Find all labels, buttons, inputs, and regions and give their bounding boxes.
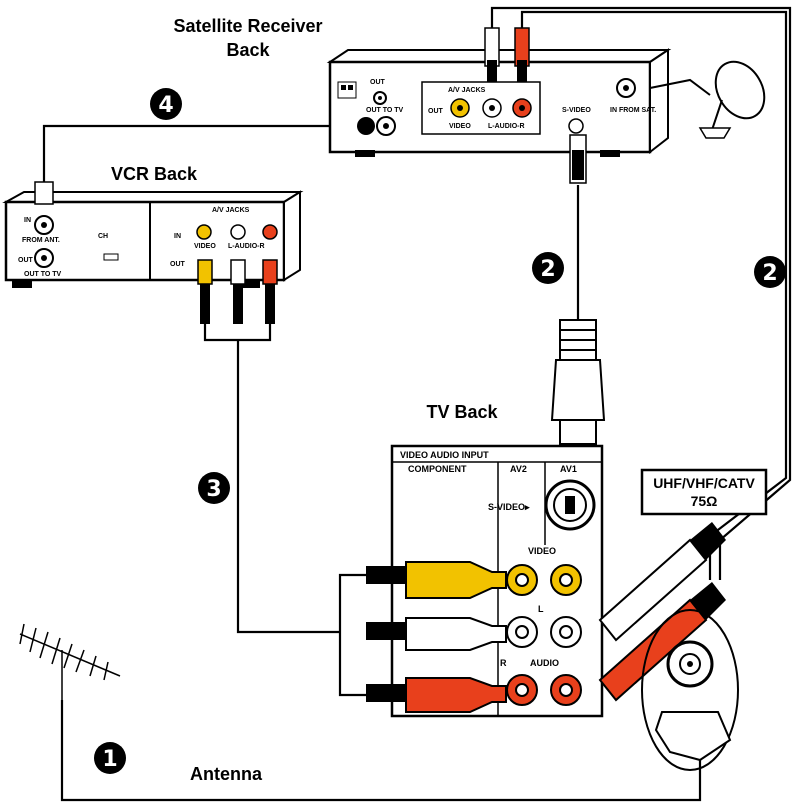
tv-video-label: VIDEO	[528, 546, 556, 556]
step-badge-1: 1	[94, 742, 126, 774]
vcr-video-label: VIDEO	[194, 243, 216, 250]
tv-component-label: COMPONENT	[408, 464, 467, 474]
tv-title: TV Back	[426, 402, 498, 422]
tv-av2-label: AV2	[510, 464, 527, 474]
cable-4	[42, 124, 352, 185]
antenna-cable	[60, 700, 702, 802]
ohm-label: 75Ω	[691, 493, 718, 509]
receiver-title-1: Satellite Receiver	[173, 16, 322, 36]
tv-svideo-label: S-VIDEO▸	[488, 502, 530, 512]
vcr-title: VCR Back	[111, 164, 198, 184]
svg-text:3: 3	[206, 477, 221, 502]
antenna-label: Antenna	[190, 764, 263, 784]
step-badge-4: 4	[150, 88, 182, 120]
vcr-audio-label: L-AUDIO-R	[228, 243, 265, 250]
receiver-av-jacks-label: A/V JACKS	[448, 87, 486, 94]
tv-r-label: R	[500, 658, 507, 668]
uhf-vhf-box: UHF/VHF/CATV 75Ω	[640, 468, 768, 516]
av2-plugs	[366, 561, 507, 713]
receiver-video-label: VIDEO	[449, 123, 471, 130]
receiver-out-label: OUT	[370, 79, 386, 86]
vcr-from-ant-label: FROM ANT.	[22, 237, 60, 244]
cable-2-right	[490, 6, 792, 580]
tv-panel-header: VIDEO AUDIO INPUT	[400, 450, 489, 460]
vcr-out-label: OUT	[18, 257, 34, 264]
cable-3-bundle	[338, 573, 366, 697]
receiver-out-to-tv-label: OUT TO TV	[366, 107, 404, 114]
tv-audio-label: AUDIO	[530, 658, 559, 668]
receiver-out-small-label: OUT	[428, 108, 444, 115]
step-badge-2-right: 2	[754, 256, 786, 288]
svg-text:4: 4	[158, 93, 173, 118]
tv-l-label: L	[538, 604, 544, 614]
tv-av1-label: AV1	[560, 464, 577, 474]
tv-coax-connector	[641, 609, 739, 771]
receiver-svideo-label: S-VIDEO	[562, 107, 591, 114]
vcr-av-jacks-label: A/V JACKS	[212, 207, 250, 214]
receiver-title-2: Back	[226, 40, 270, 60]
uhf-vhf-catv-label: UHF/VHF/CATV	[653, 475, 755, 491]
vcr-av-in-label: IN	[174, 233, 181, 240]
cable-3-drop	[236, 340, 340, 634]
svg-text:1: 1	[102, 747, 117, 772]
vcr-out-to-tv-label: OUT TO TV	[24, 271, 62, 278]
svg-text:2: 2	[762, 261, 777, 286]
receiver-audio-label: L-AUDIO-R	[488, 123, 525, 130]
satellite-dish-icon	[649, 60, 766, 139]
vcr-channel-label: CH	[98, 233, 108, 240]
svg-text:2: 2	[540, 257, 555, 282]
vcr-in-label: IN	[24, 217, 31, 224]
antenna-icon	[19, 623, 121, 700]
satellite-receiver: OUT OUT TO TV A/V JACKS OUT VIDEO L-AUDI…	[326, 27, 672, 184]
step-badge-2-left: 2	[532, 252, 564, 284]
svideo-plug	[550, 319, 606, 445]
vcr: IN FROM ANT. OUT OUT TO TV CH A/V JACKS …	[2, 181, 304, 324]
receiver-in-from-sat-label: IN FROM SAT.	[610, 107, 656, 114]
step-badge-3: 3	[198, 472, 230, 504]
vcr-av-out-label: OUT	[170, 261, 186, 268]
